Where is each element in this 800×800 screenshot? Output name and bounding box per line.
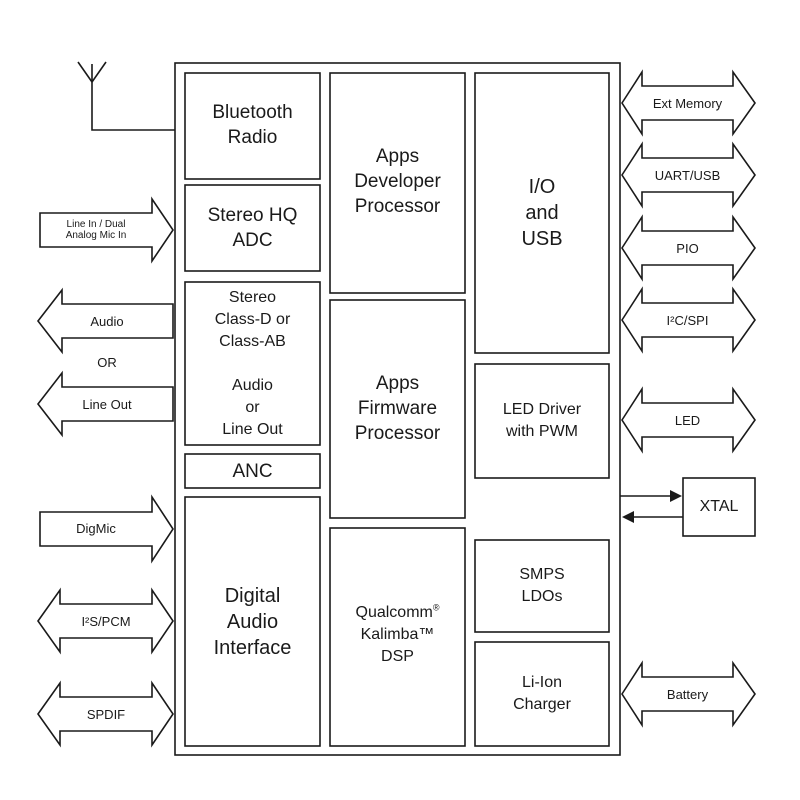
line-out-arrow bbox=[36, 370, 174, 438]
digital-audio-label: Digital Audio Interface bbox=[213, 585, 292, 659]
i2c-spi-arrow bbox=[621, 286, 756, 354]
apps-firmware-label: Apps Firmware Processor bbox=[354, 373, 441, 444]
audio-label: Audio bbox=[90, 314, 124, 329]
class-d-label: Stereo Class-D or Class-AB Audio or Line… bbox=[214, 289, 291, 438]
xtal-block bbox=[682, 477, 756, 537]
spdif-arrow bbox=[37, 680, 174, 748]
xtal-connectors bbox=[620, 490, 683, 523]
pio-label: PIO bbox=[676, 241, 699, 256]
i2s-pcm-label: I²S/PCM bbox=[81, 614, 131, 629]
led-arrow bbox=[621, 386, 756, 454]
qualcomm-label: Qualcomm® bbox=[330, 602, 465, 624]
battery-arrow bbox=[621, 660, 756, 728]
stereo-adc-block bbox=[184, 184, 321, 272]
kalimba-dsp-label: Kalimba™ DSP bbox=[360, 626, 435, 665]
digmic-arrow bbox=[39, 494, 174, 564]
class-d-block bbox=[184, 281, 321, 446]
anc-block bbox=[184, 453, 321, 489]
led-driver-label: LED Driver with PWM bbox=[502, 401, 582, 440]
audio-arrow bbox=[36, 287, 174, 355]
xtal-label: XTAL bbox=[699, 498, 739, 515]
io-usb-label: I/O and USB bbox=[521, 176, 563, 250]
led-label: LED bbox=[674, 413, 701, 428]
digmic-label: DigMic bbox=[76, 521, 116, 536]
pio-arrow bbox=[621, 214, 756, 282]
battery-label: Battery bbox=[666, 687, 709, 702]
apps-firmware-block bbox=[329, 299, 466, 519]
apps-developer-label: Apps Developer Processor bbox=[354, 146, 441, 217]
led-driver-block bbox=[474, 363, 610, 479]
uart-usb-label: UART/USB bbox=[654, 168, 721, 183]
qualcomm-name: Qualcomm bbox=[355, 604, 433, 621]
ext-memory-label: Ext Memory bbox=[652, 96, 723, 111]
registered-mark: ® bbox=[432, 602, 440, 613]
apps-developer-block bbox=[329, 72, 466, 294]
i2s-pcm-arrow bbox=[37, 587, 174, 655]
smps-label: SMPS LDOs bbox=[519, 566, 565, 605]
smps-block bbox=[474, 539, 610, 633]
charger-block bbox=[474, 641, 610, 747]
bluetooth-radio-block bbox=[184, 72, 321, 180]
ext-memory-arrow bbox=[621, 69, 756, 137]
antenna-icon bbox=[77, 61, 175, 131]
kalimba-dsp-block bbox=[329, 527, 466, 747]
spdif-label: SPDIF bbox=[86, 707, 126, 722]
charger-label: Li-Ion Charger bbox=[513, 674, 571, 713]
stereo-adc-label: Stereo HQ ADC bbox=[207, 205, 298, 251]
bluetooth-radio-label: Bluetooth Radio bbox=[212, 102, 293, 148]
line-in-label: Line In / Dual Analog Mic In bbox=[65, 219, 127, 241]
digital-audio-interface-block bbox=[184, 496, 321, 747]
io-usb-block bbox=[474, 72, 610, 354]
or-label: OR bbox=[97, 355, 117, 370]
uart-usb-arrow bbox=[621, 141, 756, 209]
i2c-spi-label: I²C/SPI bbox=[666, 313, 709, 328]
line-in-arrow bbox=[39, 196, 174, 264]
anc-label: ANC bbox=[232, 461, 273, 482]
line-out-label: Line Out bbox=[82, 397, 132, 412]
